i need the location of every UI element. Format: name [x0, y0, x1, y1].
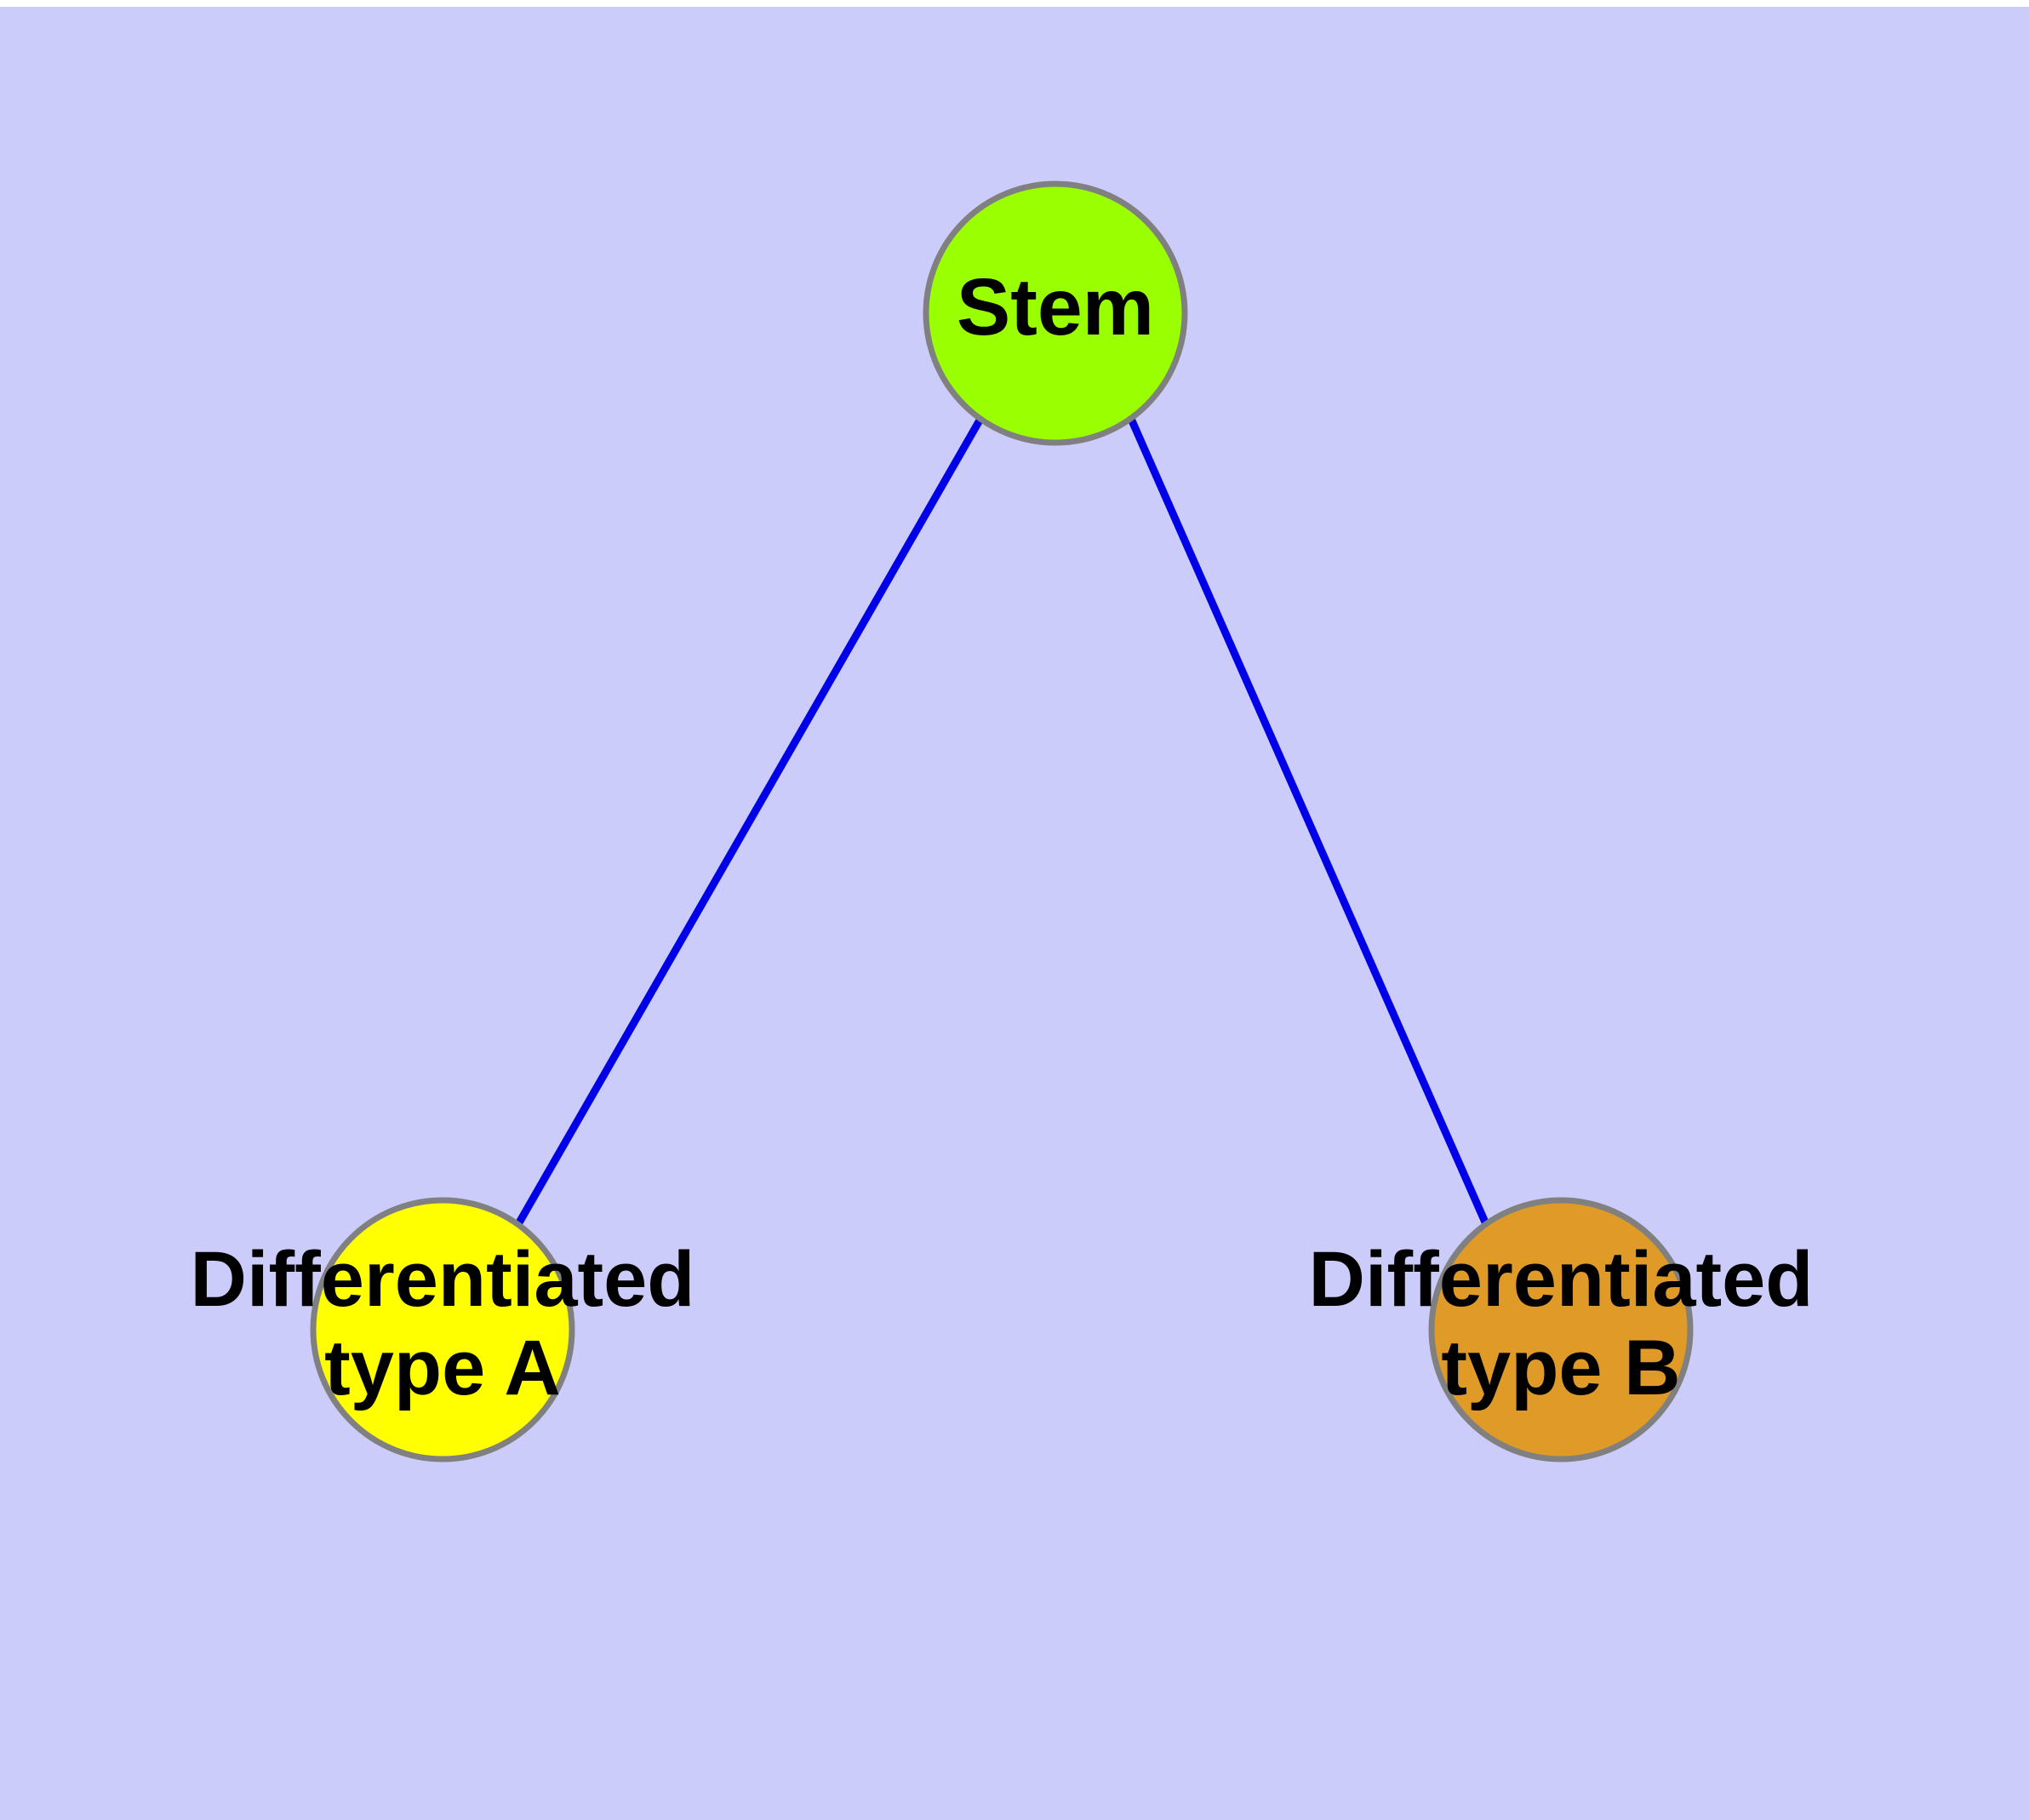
- graph-node-diff-a[interactable]: [310, 1197, 575, 1462]
- graph-node-label-line: Differentiated: [191, 1236, 695, 1323]
- node-layer: [310, 180, 1694, 1462]
- graph-node-diff-b[interactable]: [1428, 1197, 1694, 1462]
- graph-edge-stem-to-diff-a: [515, 416, 984, 1227]
- graph-node-label-line: type A: [324, 1325, 561, 1411]
- edge-layer: [515, 416, 1490, 1227]
- graph-node-label-stem: Stem: [957, 262, 1154, 352]
- graph-node-label-line: Stem: [957, 262, 1154, 352]
- graph-edge-stem-to-diff-b: [1127, 417, 1490, 1226]
- graph-node-label-line: type B: [1441, 1325, 1680, 1411]
- graph-node-label-line: Differentiated: [1309, 1236, 1814, 1323]
- graph-node-stem[interactable]: [923, 180, 1188, 446]
